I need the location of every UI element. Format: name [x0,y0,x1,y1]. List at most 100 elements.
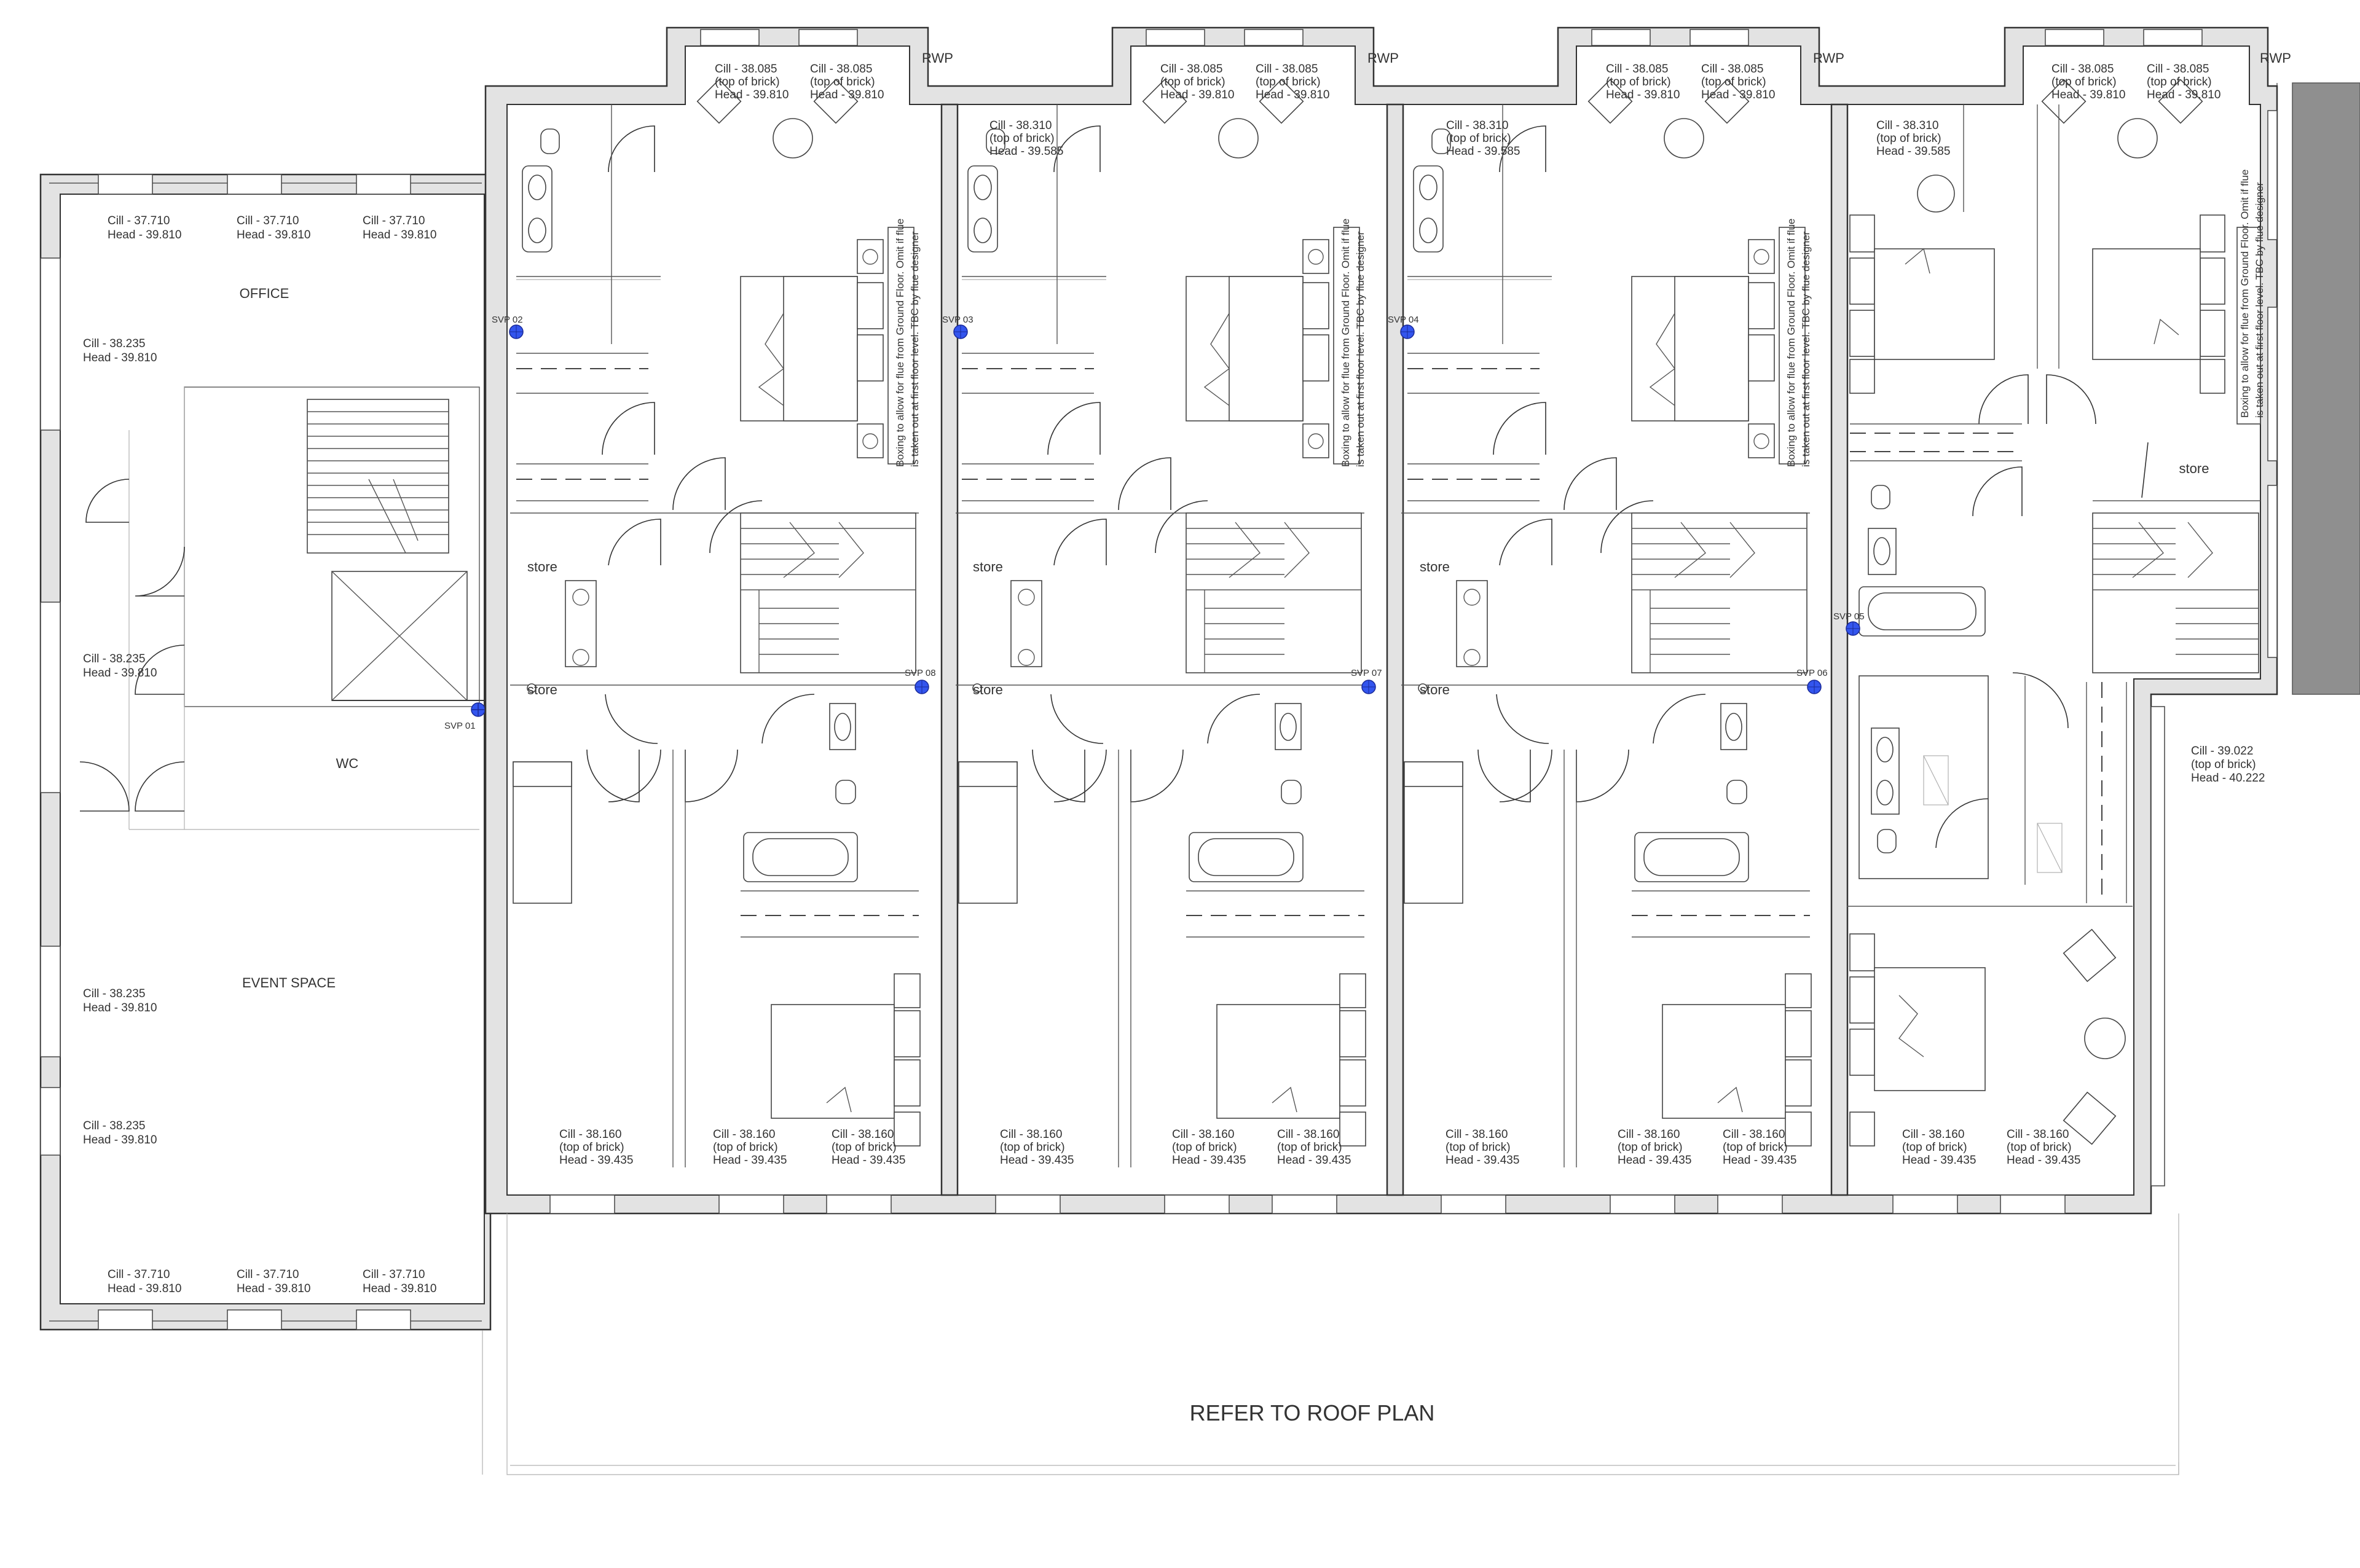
svg-text:Head - 39.810: Head - 39.810 [1606,88,1680,101]
svg-text:SVP 01: SVP 01 [444,721,476,731]
flue-boxing-notes: Boxing to allow for flue from Ground Flo… [894,170,2265,467]
svg-text:(top of brick): (top of brick) [1876,132,1941,145]
svg-text:Head - 39.435: Head - 39.435 [1618,1154,1691,1167]
room-label-store-unit4: store [2179,461,2209,476]
svg-text:(top of brick): (top of brick) [1160,76,1225,88]
svg-text:SVP 06: SVP 06 [1796,668,1828,678]
room-label-store: store [1420,682,1450,697]
room-label-office: OFFICE [240,286,289,301]
room-label-wc: WC [336,756,359,771]
svg-text:Cill - 38.085: Cill - 38.085 [1160,63,1222,76]
room-label-event-space: EVENT SPACE [242,975,336,990]
svg-text:Head - 39.810: Head - 39.810 [363,229,436,241]
svg-text:Cill - 38.160: Cill - 38.160 [713,1128,775,1141]
adjacent-building [2292,82,2360,695]
svg-text:(top of brick): (top of brick) [1446,1141,1511,1154]
svg-text:Boxing to allow for flue from: Boxing to allow for flue from Ground Flo… [894,219,906,467]
svg-text:SVP 05: SVP 05 [1833,611,1865,622]
svg-text:Cill - 38.160: Cill - 38.160 [1723,1128,1785,1141]
svg-text:Head - 39.810: Head - 39.810 [83,667,157,680]
svp-labels: SVP 01 SVP 02 SVP 03 SVP 04 SVP 05 SVP 0… [444,315,1865,731]
svg-text:Head - 39.810: Head - 39.810 [1701,88,1775,101]
svg-text:(top of brick): (top of brick) [832,1141,897,1154]
svg-text:Head - 39.810: Head - 39.810 [1256,88,1329,101]
svg-text:(top of brick): (top of brick) [1723,1141,1788,1154]
svg-text:Cill - 38.310: Cill - 38.310 [1876,119,1938,132]
unit-4: store [1847,29,2278,1214]
svg-text:Head - 39.810: Head - 39.810 [108,1282,181,1295]
svg-text:(top of brick): (top of brick) [810,76,875,88]
svg-text:Cill - 38.160: Cill - 38.160 [1902,1128,1964,1141]
svg-text:is taken out at first floor le: is taken out at first floor level. TBC b… [2254,182,2265,418]
svg-text:Cill - 37.710: Cill - 37.710 [237,214,299,227]
room-labels: OFFICE WC EVENT SPACE store store store … [240,50,2291,1425]
svg-text:SVP 04: SVP 04 [1388,315,1419,325]
party-walls [940,103,1849,1196]
svg-text:Cill - 38.235: Cill - 38.235 [83,337,145,350]
svg-text:Head - 39.585: Head - 39.585 [989,145,1063,158]
svg-text:Head - 39.435: Head - 39.435 [559,1154,633,1167]
roof-area [482,1213,2179,1475]
svg-text:Cill - 38.235: Cill - 38.235 [83,987,145,1000]
svg-text:Cill - 38.085: Cill - 38.085 [2051,63,2114,76]
svg-text:(top of brick): (top of brick) [1277,1141,1342,1154]
svg-text:Cill - 38.160: Cill - 38.160 [1277,1128,1339,1141]
svg-text:Head - 39.435: Head - 39.435 [1902,1154,1976,1167]
svg-text:(top of brick): (top of brick) [1902,1141,1967,1154]
svg-text:Cill - 38.085: Cill - 38.085 [1256,63,1318,76]
room-label-store: store [973,559,1003,574]
svg-text:Head - 39.810: Head - 39.810 [2051,88,2125,101]
svg-text:Cill - 38.160: Cill - 38.160 [1000,1128,1062,1141]
svg-text:Cill - 38.235: Cill - 38.235 [83,1119,145,1132]
svg-text:Cill - 38.310: Cill - 38.310 [989,119,1052,132]
rwp-label: RWP [1813,50,1844,66]
svg-text:Head - 39.810: Head - 39.810 [83,1002,157,1014]
svg-text:(top of brick): (top of brick) [1606,76,1671,88]
svg-text:Head - 39.435: Head - 39.435 [1172,1154,1246,1167]
svg-text:Head - 39.810: Head - 39.810 [363,1282,436,1295]
svg-text:Head - 39.810: Head - 39.810 [83,351,157,364]
svg-text:Head - 39.810: Head - 39.810 [2147,88,2220,101]
svg-text:Cill - 38.235: Cill - 38.235 [83,653,145,665]
svg-text:Head - 39.810: Head - 39.810 [237,229,310,241]
svg-text:Head - 39.810: Head - 39.810 [715,88,789,101]
svg-text:Head - 40.222: Head - 40.222 [2191,772,2265,785]
svg-text:(top of brick): (top of brick) [989,132,1055,145]
svg-text:Cill - 39.022: Cill - 39.022 [2191,745,2253,758]
svg-text:Head - 39.435: Head - 39.435 [1723,1154,1796,1167]
svg-text:SVP 07: SVP 07 [1351,668,1382,678]
svg-text:Cill - 37.710: Cill - 37.710 [363,1268,425,1281]
svg-text:Boxing to allow for flue from: Boxing to allow for flue from Ground Flo… [1785,219,1797,467]
svg-text:Head - 39.810: Head - 39.810 [237,1282,310,1295]
svg-text:SVP 03: SVP 03 [942,315,974,325]
svg-text:(top of brick): (top of brick) [1618,1141,1683,1154]
svg-text:SVP 02: SVP 02 [492,315,523,325]
svg-text:Cill - 38.160: Cill - 38.160 [1618,1128,1680,1141]
svg-text:Head - 39.810: Head - 39.810 [810,88,884,101]
svg-text:Cill - 38.160: Cill - 38.160 [1446,1128,1508,1141]
commercial-block [39,173,492,1331]
svg-text:Cill - 37.710: Cill - 37.710 [363,214,425,227]
rwp-label: RWP [2260,50,2291,66]
svg-text:(top of brick): (top of brick) [2191,758,2256,771]
svg-text:Cill - 38.085: Cill - 38.085 [1606,63,1668,76]
svg-text:Head - 39.435: Head - 39.435 [1277,1154,1351,1167]
svg-text:is taken out at first floor le: is taken out at first floor level. TBC b… [1355,231,1366,467]
svg-text:Cill - 37.710: Cill - 37.710 [108,1268,170,1281]
svg-text:Cill - 38.085: Cill - 38.085 [1701,63,1763,76]
svg-text:(top of brick): (top of brick) [2147,76,2212,88]
room-label-store: store [973,682,1003,697]
svg-text:SVP 08: SVP 08 [905,668,936,678]
svg-text:Cill - 38.310: Cill - 38.310 [1446,119,1508,132]
svg-text:is taken out at first floor le: is taken out at first floor level. TBC b… [909,231,921,467]
svg-text:Boxing to allow for flue from: Boxing to allow for flue from Ground Flo… [2239,170,2251,418]
svg-text:Boxing to allow for flue from: Boxing to allow for flue from Ground Flo… [1340,219,1351,467]
svg-text:Head - 39.435: Head - 39.435 [1000,1154,1074,1167]
svp-markers [509,324,1860,694]
svg-text:Cill - 38.085: Cill - 38.085 [810,63,872,76]
svg-text:Cill - 38.085: Cill - 38.085 [715,63,777,76]
rwp-label: RWP [922,50,953,66]
svg-text:(top of brick): (top of brick) [715,76,780,88]
svg-text:Head - 39.435: Head - 39.435 [832,1154,905,1167]
